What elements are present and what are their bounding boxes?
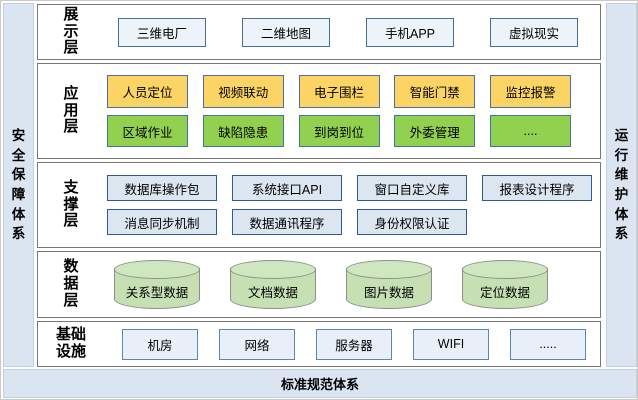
application-box-yellow: 视频联动	[202, 75, 284, 108]
support-box: 数据通讯程序	[232, 209, 342, 235]
application-box-yellow: 监控报警	[490, 75, 571, 108]
application-box-green: 缺陷隐患	[202, 115, 284, 147]
presentation-layer-label: 展 示 层	[63, 5, 79, 57]
application-layer-label: 应 用 层	[63, 84, 79, 136]
data-cylinder: 关系型数据	[114, 260, 200, 309]
application-box-green: 外委管理	[394, 115, 476, 147]
cylinder-label: 文档数据	[247, 286, 298, 300]
support-box: 身份权限认证	[357, 209, 467, 235]
standards-bar: 标准规范体系	[3, 369, 637, 398]
presentation-box: 三维电厂	[118, 17, 206, 47]
right-maintenance-bar: 运 行 维 护 体 系	[606, 3, 637, 367]
support-box: 消息同步机制	[107, 209, 217, 235]
support-row-2: 消息同步机制数据通讯程序身份权限认证	[104, 209, 600, 235]
infrastructure-layer: 基础 设施 机房网络服务器 WIFI.....	[37, 321, 601, 367]
support-row-1: 数据库操作包系统接口API 窗口自定义库报表设计程序	[104, 175, 600, 201]
presentation-box: 二维地图	[242, 17, 330, 47]
application-box-green: 到岗到位	[298, 115, 380, 147]
data-layer: 数 据 层 关系型数据 文档数据 图片数据 定位数据	[37, 251, 601, 318]
data-cylinder: 文档数据	[230, 260, 316, 309]
data-layer-label: 数 据 层	[63, 258, 79, 309]
infrastructure-box: WIFI	[413, 328, 489, 360]
left-bar-label: 安 全 保 障 体 系	[11, 128, 26, 242]
data-cylinder: 定位数据	[462, 260, 548, 309]
infrastructure-box: 服务器	[316, 328, 392, 360]
application-box-green: 区域作业	[107, 115, 188, 147]
support-layer-label: 支 撑 层	[63, 178, 79, 230]
presentation-box: 手机APP	[366, 17, 454, 47]
infrastructure-row: 机房网络服务器 WIFI.....	[104, 328, 600, 360]
application-layer: 应 用 层 人员定位视频联动电子围栏智能门禁监控报警 区域作业缺陷隐患到岗到位外…	[37, 63, 601, 159]
infrastructure-box: .....	[510, 328, 586, 360]
left-assurance-bar: 安 全 保 障 体 系	[3, 3, 34, 367]
application-box-yellow: 人员定位	[107, 75, 188, 108]
application-box-yellow: 智能门禁	[394, 75, 476, 108]
cylinder-label: 图片数据	[363, 286, 414, 300]
support-box: 报表设计程序	[482, 175, 592, 201]
right-bar-label: 运 行 维 护 体 系	[614, 128, 629, 242]
data-cylinder-row: 关系型数据 文档数据 图片数据 定位数据	[104, 260, 600, 309]
cylinder-label: 定位数据	[479, 286, 530, 300]
cylinder-label: 关系型数据	[125, 286, 189, 300]
infrastructure-box: 机房	[122, 328, 198, 360]
application-box-green: ....	[490, 115, 571, 147]
data-cylinder: 图片数据	[346, 260, 432, 309]
support-box: 数据库操作包	[107, 175, 217, 201]
infrastructure-layer-label: 基础 设施	[55, 326, 86, 360]
presentation-box: 虚拟现实	[490, 17, 578, 47]
application-row-yellow: 人员定位视频联动电子围栏智能门禁监控报警	[104, 75, 600, 108]
presentation-row: 三维电厂 二维地图 手机APP 虚拟现实	[104, 17, 600, 47]
support-box: 窗口自定义库	[357, 175, 467, 201]
support-box: 系统接口API	[232, 175, 342, 201]
application-row-green: 区域作业缺陷隐患到岗到位外委管理....	[104, 115, 600, 147]
bottom-bar-label: 标准规范体系	[280, 377, 359, 392]
presentation-layer: 展 示 层 三维电厂 二维地图 手机APP 虚拟现实	[37, 4, 601, 60]
application-box-yellow: 电子围栏	[298, 75, 380, 108]
infrastructure-box: 网络	[219, 328, 295, 360]
